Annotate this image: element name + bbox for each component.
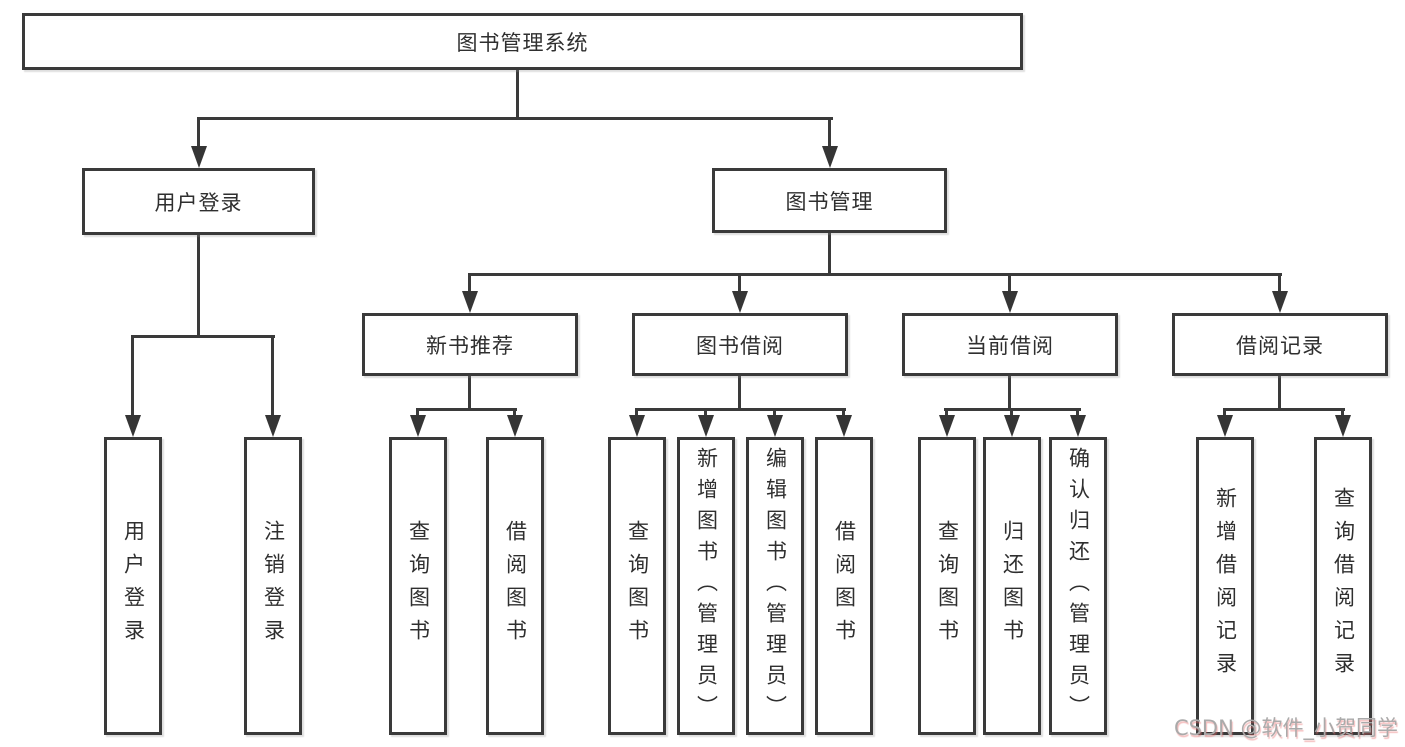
leaf-query-borrow-record: 查询借阅记录 [1314, 437, 1372, 735]
connector-level2-rail [197, 117, 833, 120]
leaf-logout-login: 注销登录 [244, 437, 302, 735]
leaf-user-login: 用户登录 [104, 437, 162, 735]
watermark: CSDN @软件_小贺同学 [1173, 716, 1398, 740]
connector-leaf-drop [704, 408, 707, 418]
connector-userlogin-in [197, 117, 200, 150]
connector-group1-rail [131, 335, 275, 338]
leaf-borrow-books: 借阅图书 [815, 437, 873, 735]
arrow-down-icon [1217, 415, 1233, 437]
node-user-login: 用户登录 [82, 168, 315, 235]
leaf-add-borrow-record: 新增借阅记录 [1196, 437, 1254, 735]
arrow-down-icon [1070, 415, 1086, 437]
connector-leaf-drop [271, 335, 274, 417]
connector-leaf-drop [513, 408, 516, 418]
arrow-down-icon [462, 291, 478, 313]
connector-group5-rail [1223, 408, 1345, 411]
connector-group3-rail [635, 408, 846, 411]
arrow-down-icon [767, 415, 783, 437]
leaf-query-books: 查询图书 [389, 437, 447, 735]
arrow-down-icon [836, 415, 852, 437]
arrow-down-icon [125, 415, 141, 437]
arrow-down-icon [191, 146, 207, 168]
connector-level3-rail [468, 273, 1282, 276]
node-book-management: 图书管理 [712, 168, 947, 233]
arrow-down-icon [1004, 415, 1020, 437]
leaf-edit-books-admin: 编辑图书（管理员） [746, 437, 804, 735]
connector-level3-drop [1278, 273, 1281, 295]
connector-level3-drop [738, 273, 741, 295]
connector-root-drop [516, 70, 519, 120]
leaf-confirm-return-admin: 确认归还（管理员） [1049, 437, 1107, 735]
node-book-borrow: 图书借阅 [632, 313, 848, 376]
connector-leaf-drop [1010, 408, 1013, 418]
leaf-query-books: 查询图书 [918, 437, 976, 735]
arrow-down-icon [698, 415, 714, 437]
connector-leaf-drop [416, 408, 419, 418]
arrow-down-icon [1335, 415, 1351, 437]
connector-leaf-drop [635, 408, 638, 418]
node-root: 图书管理系统 [22, 13, 1023, 70]
connector-bookmgmt-in [828, 117, 831, 150]
leaf-add-books-admin: 新增图书（管理员） [677, 437, 735, 735]
leaf-borrow-books: 借阅图书 [486, 437, 544, 735]
connector-leaf-drop [1223, 408, 1226, 418]
leaf-return-books: 归还图书 [983, 437, 1041, 735]
connector-group5-out [1278, 376, 1281, 411]
arrow-down-icon [1002, 291, 1018, 313]
arrow-down-icon [507, 415, 523, 437]
connector-bookmgmt-out [828, 233, 831, 276]
node-borrow-record: 借阅记录 [1172, 313, 1388, 376]
arrow-down-icon [1272, 291, 1288, 313]
arrow-down-icon [410, 415, 426, 437]
arrow-down-icon [939, 415, 955, 437]
connector-group2-rail [416, 408, 517, 411]
arrow-down-icon [629, 415, 645, 437]
arrow-down-icon [822, 146, 838, 168]
connector-level3-drop [1008, 273, 1011, 295]
connector-leaf-drop [773, 408, 776, 418]
node-current-borrow: 当前借阅 [902, 313, 1118, 376]
connector-leaf-drop [1076, 408, 1079, 418]
node-new-book-recommend: 新书推荐 [362, 313, 578, 376]
leaf-query-books: 查询图书 [608, 437, 666, 735]
connector-group2-out [468, 376, 471, 411]
arrow-down-icon [265, 415, 281, 437]
connector-leaf-drop [1341, 408, 1344, 418]
connector-leaf-drop [842, 408, 845, 418]
connector-leaf-drop [131, 335, 134, 417]
connector-group4-out [1008, 376, 1011, 411]
connector-leaf-drop [945, 408, 948, 418]
arrow-down-icon [732, 291, 748, 313]
connector-userlogin-out [197, 235, 200, 338]
connector-level3-drop [468, 273, 471, 295]
connector-group3-out [738, 376, 741, 411]
